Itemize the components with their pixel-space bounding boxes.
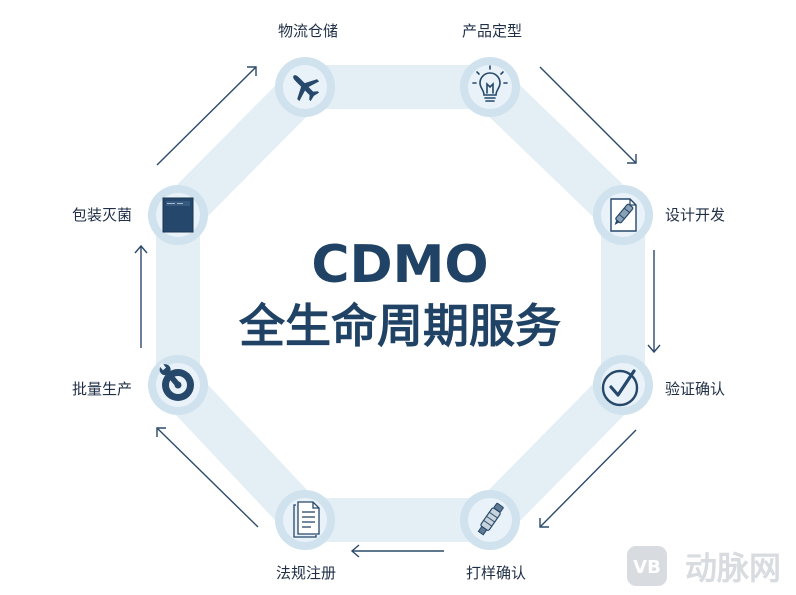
label-packaging-sterilization: 包装灭菌 (72, 206, 132, 224)
watermark-logo: VB (633, 557, 661, 578)
node-design-development (593, 185, 653, 245)
node-regulatory-registration (275, 490, 335, 550)
node-verification (593, 355, 653, 415)
arrow-product-to-design (539, 66, 637, 164)
sample-device-icon (477, 502, 504, 536)
arrow-sample-to-regulation (350, 544, 444, 558)
arrow-packaging-to-logistics (156, 66, 257, 166)
watermark-text: 动脉网 (685, 549, 781, 587)
label-regulatory-registration: 法规注册 (276, 564, 336, 582)
label-sampling: 打样确认 (466, 564, 526, 582)
node-logistics (275, 57, 335, 117)
watermark: VB 动脉网 (627, 546, 781, 587)
arrow-verify-to-sample (539, 429, 637, 528)
arrow-regulation-to-production (156, 427, 259, 528)
checkmark-icon (601, 369, 639, 407)
step-labels: 物流仓储 产品定型 设计开发 验证确认 打样确认 法规注册 批量生产 包装灭菌 (72, 22, 725, 582)
regulation-document-icon (293, 501, 320, 538)
label-logistics: 物流仓储 (278, 22, 338, 40)
node-product-finalization (460, 57, 520, 117)
package-box-icon (162, 197, 194, 233)
node-packaging-sterilization (148, 185, 208, 245)
node-mass-production (148, 355, 208, 415)
design-document-icon (610, 198, 637, 232)
wrench-icon (159, 363, 194, 401)
title-line-1: CDMO (311, 235, 488, 295)
airplane-icon (293, 75, 320, 102)
arrow-design-to-verify (647, 250, 661, 354)
node-sampling (460, 490, 520, 550)
lightbulb-icon (472, 65, 508, 102)
label-mass-production: 批量生产 (72, 380, 132, 398)
arrow-production-to-packaging (134, 244, 148, 348)
label-verification: 验证确认 (665, 380, 725, 398)
nodes (148, 57, 653, 550)
title-line-2: 全生命周期服务 (238, 299, 561, 353)
flow-arrows (134, 66, 661, 558)
label-design-development: 设计开发 (665, 206, 725, 224)
watermark-logo-badge (627, 546, 667, 586)
label-product-finalization: 产品定型 (462, 22, 522, 40)
